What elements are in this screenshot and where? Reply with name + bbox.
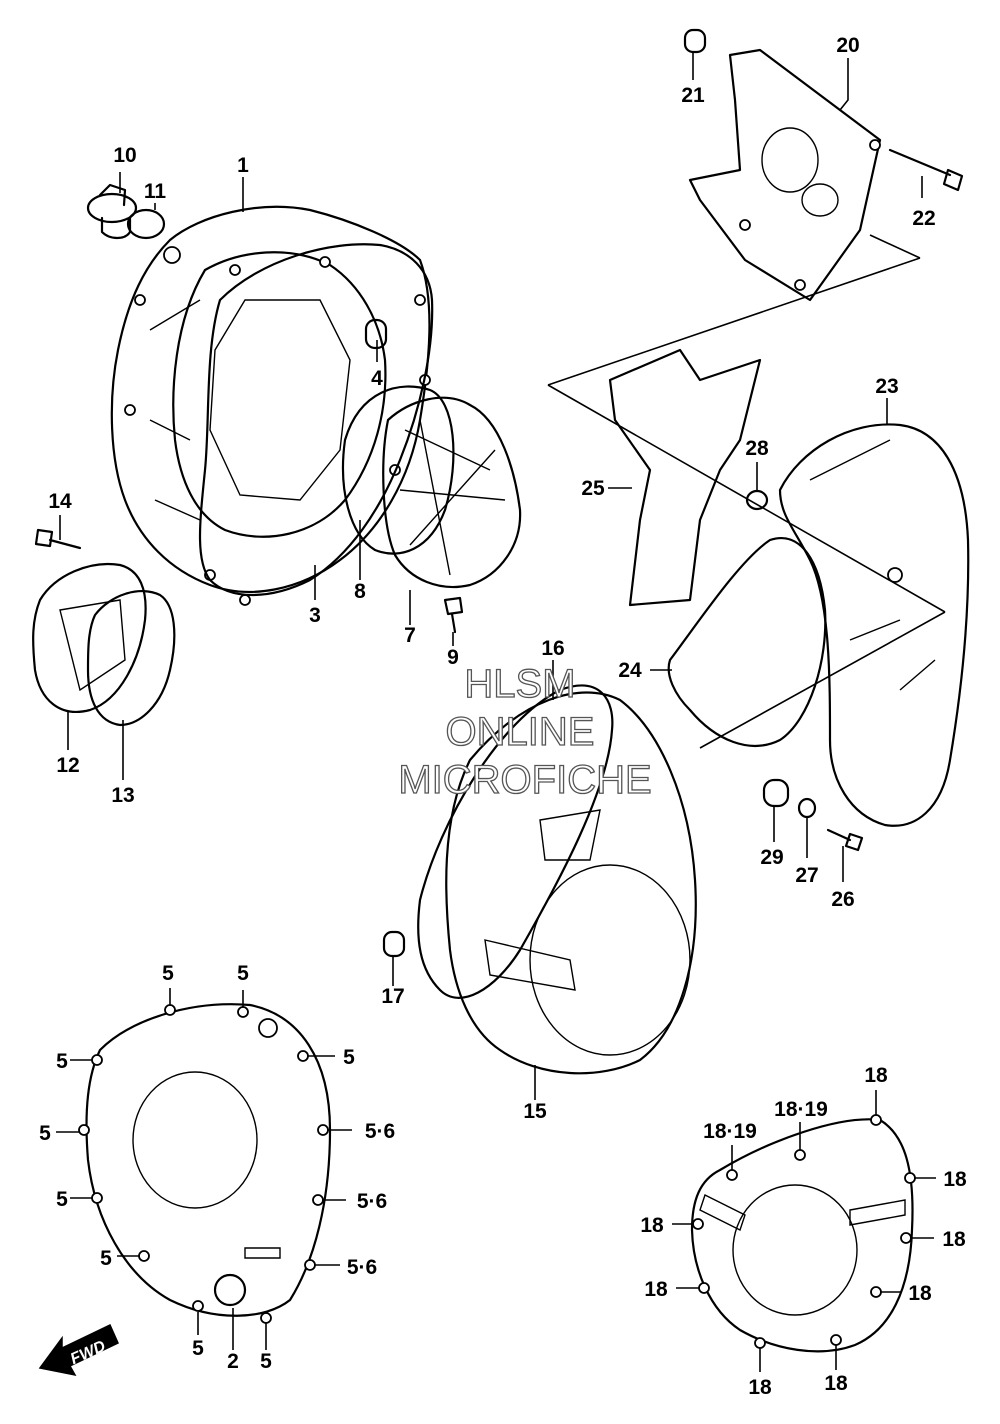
grommet-29 [762, 778, 790, 808]
watermark-line-3: MICROFICHE [398, 758, 651, 802]
callout-5: 5 [162, 962, 174, 985]
callout-17: 17 [381, 985, 404, 1008]
bolt-22 [888, 148, 964, 192]
callout-18: 18 [748, 1376, 772, 1399]
callout-5-6: 5·6 [357, 1190, 387, 1213]
fwd-arrow-icon: FWD [38, 1323, 119, 1377]
callout-2: 2 [227, 1350, 239, 1373]
bush-21 [683, 28, 707, 54]
callout-4: 4 [371, 367, 383, 390]
bracket-20 [688, 48, 882, 302]
callout-18: 18 [943, 1168, 967, 1191]
watermark: HLSM ONLINE MICROFICHE [398, 661, 653, 802]
callout-18: 18 [824, 1372, 848, 1395]
reference-lines [547, 234, 946, 749]
cover-gasket-8 [341, 385, 455, 555]
callout-28: 28 [745, 437, 769, 460]
callout-21: 21 [681, 84, 705, 107]
callout-16: 16 [541, 637, 564, 660]
callout-24: 24 [618, 659, 642, 682]
callout-18: 18 [640, 1214, 664, 1237]
watermark-line-2: ONLINE [446, 710, 595, 754]
callout-5: 5 [56, 1188, 68, 1211]
leader-lines [56, 52, 936, 1372]
generator-gasket-16 [417, 684, 614, 999]
callout-25: 25 [581, 477, 605, 500]
bolt-14 [34, 528, 82, 550]
callout-15: 15 [523, 1100, 547, 1123]
callout-18: 18 [644, 1278, 668, 1301]
callout-5: 5 [39, 1122, 51, 1145]
callout-26: 26 [831, 888, 854, 911]
callout-18-19: 18·19 [703, 1120, 757, 1143]
bolt-9 [443, 596, 464, 634]
clutch-cover-gasket [198, 243, 434, 596]
callout-labels: 1 2 3 4 7 8 9 10 11 12 13 14 15 16 17 20… [39, 34, 967, 1399]
callout-20: 20 [836, 34, 859, 57]
clutch-cover-body [110, 205, 431, 606]
washer-27 [797, 797, 817, 819]
watermark-line-1: HLSM [464, 662, 575, 706]
callout-5: 5 [56, 1050, 68, 1073]
o-ring-11 [126, 208, 166, 240]
bolt-26 [826, 828, 864, 852]
small-cover-12 [32, 562, 147, 713]
callout-5: 5 [237, 962, 249, 985]
cover-screen-7 [382, 396, 522, 589]
dowel-pin-17 [382, 930, 406, 958]
callout-5: 5 [100, 1247, 112, 1270]
callout-11: 11 [144, 180, 167, 203]
callout-5: 5 [192, 1337, 204, 1360]
callout-5: 5 [343, 1046, 355, 1069]
callout-27: 27 [795, 864, 818, 887]
callout-5-6: 5·6 [365, 1120, 395, 1143]
callout-9: 9 [447, 646, 459, 669]
callout-12: 12 [56, 754, 79, 777]
callout-29: 29 [760, 846, 783, 869]
clutch-outer-cover [78, 1003, 332, 1324]
callout-8: 8 [354, 580, 366, 603]
callout-14: 14 [48, 490, 72, 513]
callout-18-19: 18·19 [774, 1098, 828, 1121]
callout-1: 1 [237, 154, 249, 177]
generator-cover-15 [445, 691, 697, 1075]
callout-23: 23 [875, 375, 898, 398]
callout-22: 22 [912, 207, 935, 230]
callout-5-6: 5·6 [347, 1256, 377, 1279]
callout-18: 18 [864, 1064, 888, 1087]
callout-5: 5 [260, 1350, 272, 1373]
callout-7: 7 [404, 624, 416, 647]
cover-plate-24 [667, 537, 827, 747]
sprocket-cover-23 [778, 423, 970, 827]
callout-18: 18 [942, 1228, 966, 1251]
callout-13: 13 [111, 784, 134, 807]
small-cover-gasket-13 [86, 590, 176, 727]
dowel-pin-4 [364, 318, 388, 350]
callout-18: 18 [908, 1282, 932, 1305]
callout-3: 3 [309, 604, 321, 627]
generator-outer-cover [690, 1114, 916, 1353]
guard-25 [608, 348, 762, 607]
callout-10: 10 [113, 144, 136, 167]
